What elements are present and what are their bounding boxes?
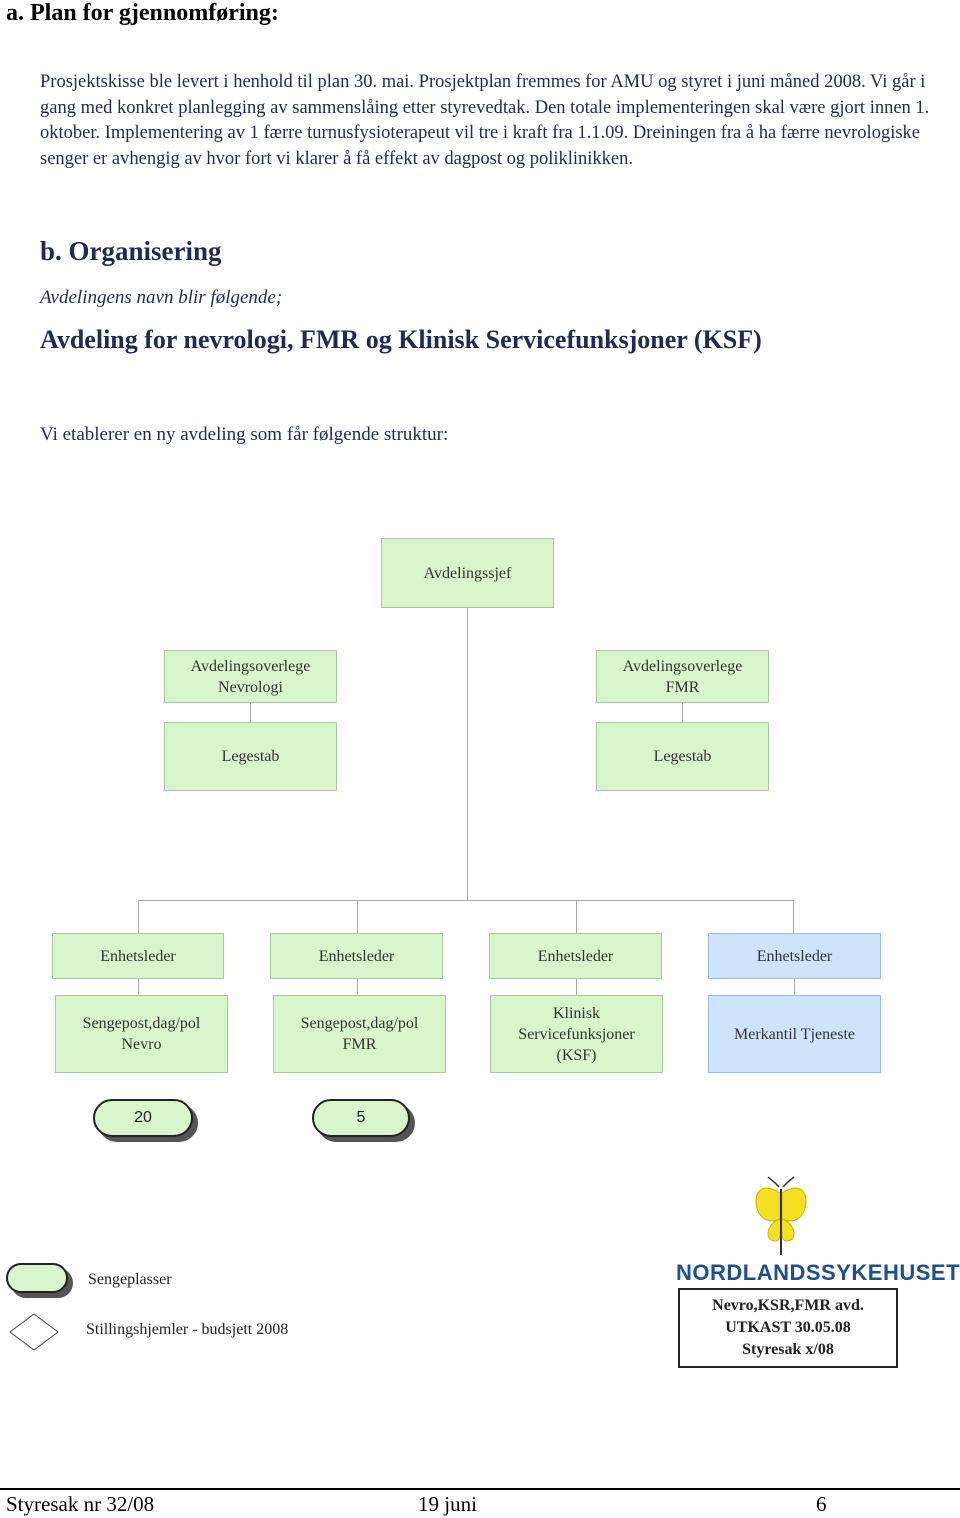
legend-diamond-icon: [9, 1313, 59, 1351]
connector-left-overlege: [250, 703, 251, 722]
section-b-subtitle: Avdelingens navn blir følgende;: [40, 287, 283, 308]
connector-unit-3: [576, 900, 577, 934]
org-box-enhetsleder-4: Enhetsleder: [708, 933, 881, 979]
footer-case-number: Styresak nr 32/08: [6, 1492, 155, 1516]
org-box-label: Avdelingsoverlege: [622, 657, 743, 675]
org-box-label: Enhetsleder: [537, 947, 614, 965]
butterfly-logo-icon: [755, 1176, 807, 1255]
org-box-label: Sengepost,dag/pol: [82, 1015, 201, 1032]
beds-count: 5: [356, 1109, 366, 1126]
legend-positions-label: Stillingshjemler - budsjett 2008: [86, 1321, 289, 1338]
logo-wordmark: NORDLANDSSYKEHUSET: [676, 1260, 960, 1285]
org-box-label: FMR: [342, 1036, 377, 1053]
org-box-label: Nevrologi: [218, 678, 283, 696]
connector-right-overlege: [682, 703, 683, 722]
beds-pill-fmr: 5: [312, 1099, 410, 1137]
connector-unit-2: [357, 900, 358, 934]
org-box-avdelingssjef: Avdelingssjef: [381, 538, 554, 608]
legend-beds-symbol: [6, 1263, 68, 1293]
stamp-line-3: Styresak x/08: [742, 1341, 834, 1358]
org-box-merkantil: Merkantil Tjeneste: [708, 995, 881, 1073]
org-box-label: Avdelingsoverlege: [190, 657, 311, 675]
connector-leader-4: [794, 979, 795, 996]
org-box-enhetsleder-3: Enhetsleder: [489, 933, 662, 979]
org-box-legestab-right: Legestab: [596, 722, 769, 791]
org-box-label: Avdelingssjef: [423, 564, 512, 582]
connector-leader-3: [576, 979, 577, 996]
org-box-label: Enhetsleder: [100, 947, 176, 965]
footer-page-number: 6: [816, 1492, 827, 1516]
org-box-label: Enhetsleder: [756, 947, 833, 965]
beds-pill-nevro: 20: [93, 1099, 193, 1137]
connector-leader-2: [357, 979, 358, 996]
connector-unit-4: [793, 900, 794, 934]
org-box-label: FMR: [665, 678, 700, 696]
section-a-paragraph: Prosjektskisse ble levert i henhold til …: [40, 72, 930, 169]
connector-horizontal: [138, 900, 794, 901]
org-box-enhetsleder-1: Enhetsleder: [52, 933, 224, 979]
org-box-label: Servicefunksjoner: [518, 1025, 635, 1043]
org-box-label: Enhetsleder: [318, 947, 395, 965]
legend-beds-label: Sengeplasser: [88, 1271, 172, 1288]
org-box-label: (KSF): [556, 1046, 597, 1064]
org-box-legestab-left: Legestab: [164, 722, 337, 791]
org-box-label: Klinisk: [552, 1004, 601, 1022]
section-a-heading: a. Plan for gjennomføring:: [6, 0, 279, 26]
org-box-label: Nevro: [121, 1036, 162, 1053]
draft-stamp: Nevro,KSR,FMR avd. UTKAST 30.05.08 Styre…: [678, 1288, 898, 1368]
connector-trunk: [467, 607, 468, 901]
org-box-label: Merkantil Tjeneste: [734, 1025, 855, 1043]
org-box-enhetsleder-2: Enhetsleder: [270, 933, 443, 979]
org-box-label: Sengepost,dag/pol: [300, 1015, 419, 1032]
org-box-label: Legestab: [653, 748, 712, 765]
stamp-line-1: Nevro,KSR,FMR avd.: [712, 1297, 864, 1314]
department-name: Avdeling for nevrologi, FMR og Klinisk S…: [40, 325, 762, 354]
section-b-heading: b. Organisering: [40, 236, 222, 266]
footer-date: 19 juni: [418, 1492, 477, 1516]
beds-count: 20: [134, 1109, 152, 1126]
connector-unit-1: [138, 900, 139, 934]
footer-divider: [0, 1488, 960, 1490]
structure-intro: Vi etablerer en ny avdeling som får følg…: [40, 424, 449, 445]
org-box-label: Legestab: [221, 748, 280, 765]
connector-leader-1: [138, 979, 139, 996]
stamp-line-2: UTKAST 30.05.08: [725, 1319, 851, 1336]
